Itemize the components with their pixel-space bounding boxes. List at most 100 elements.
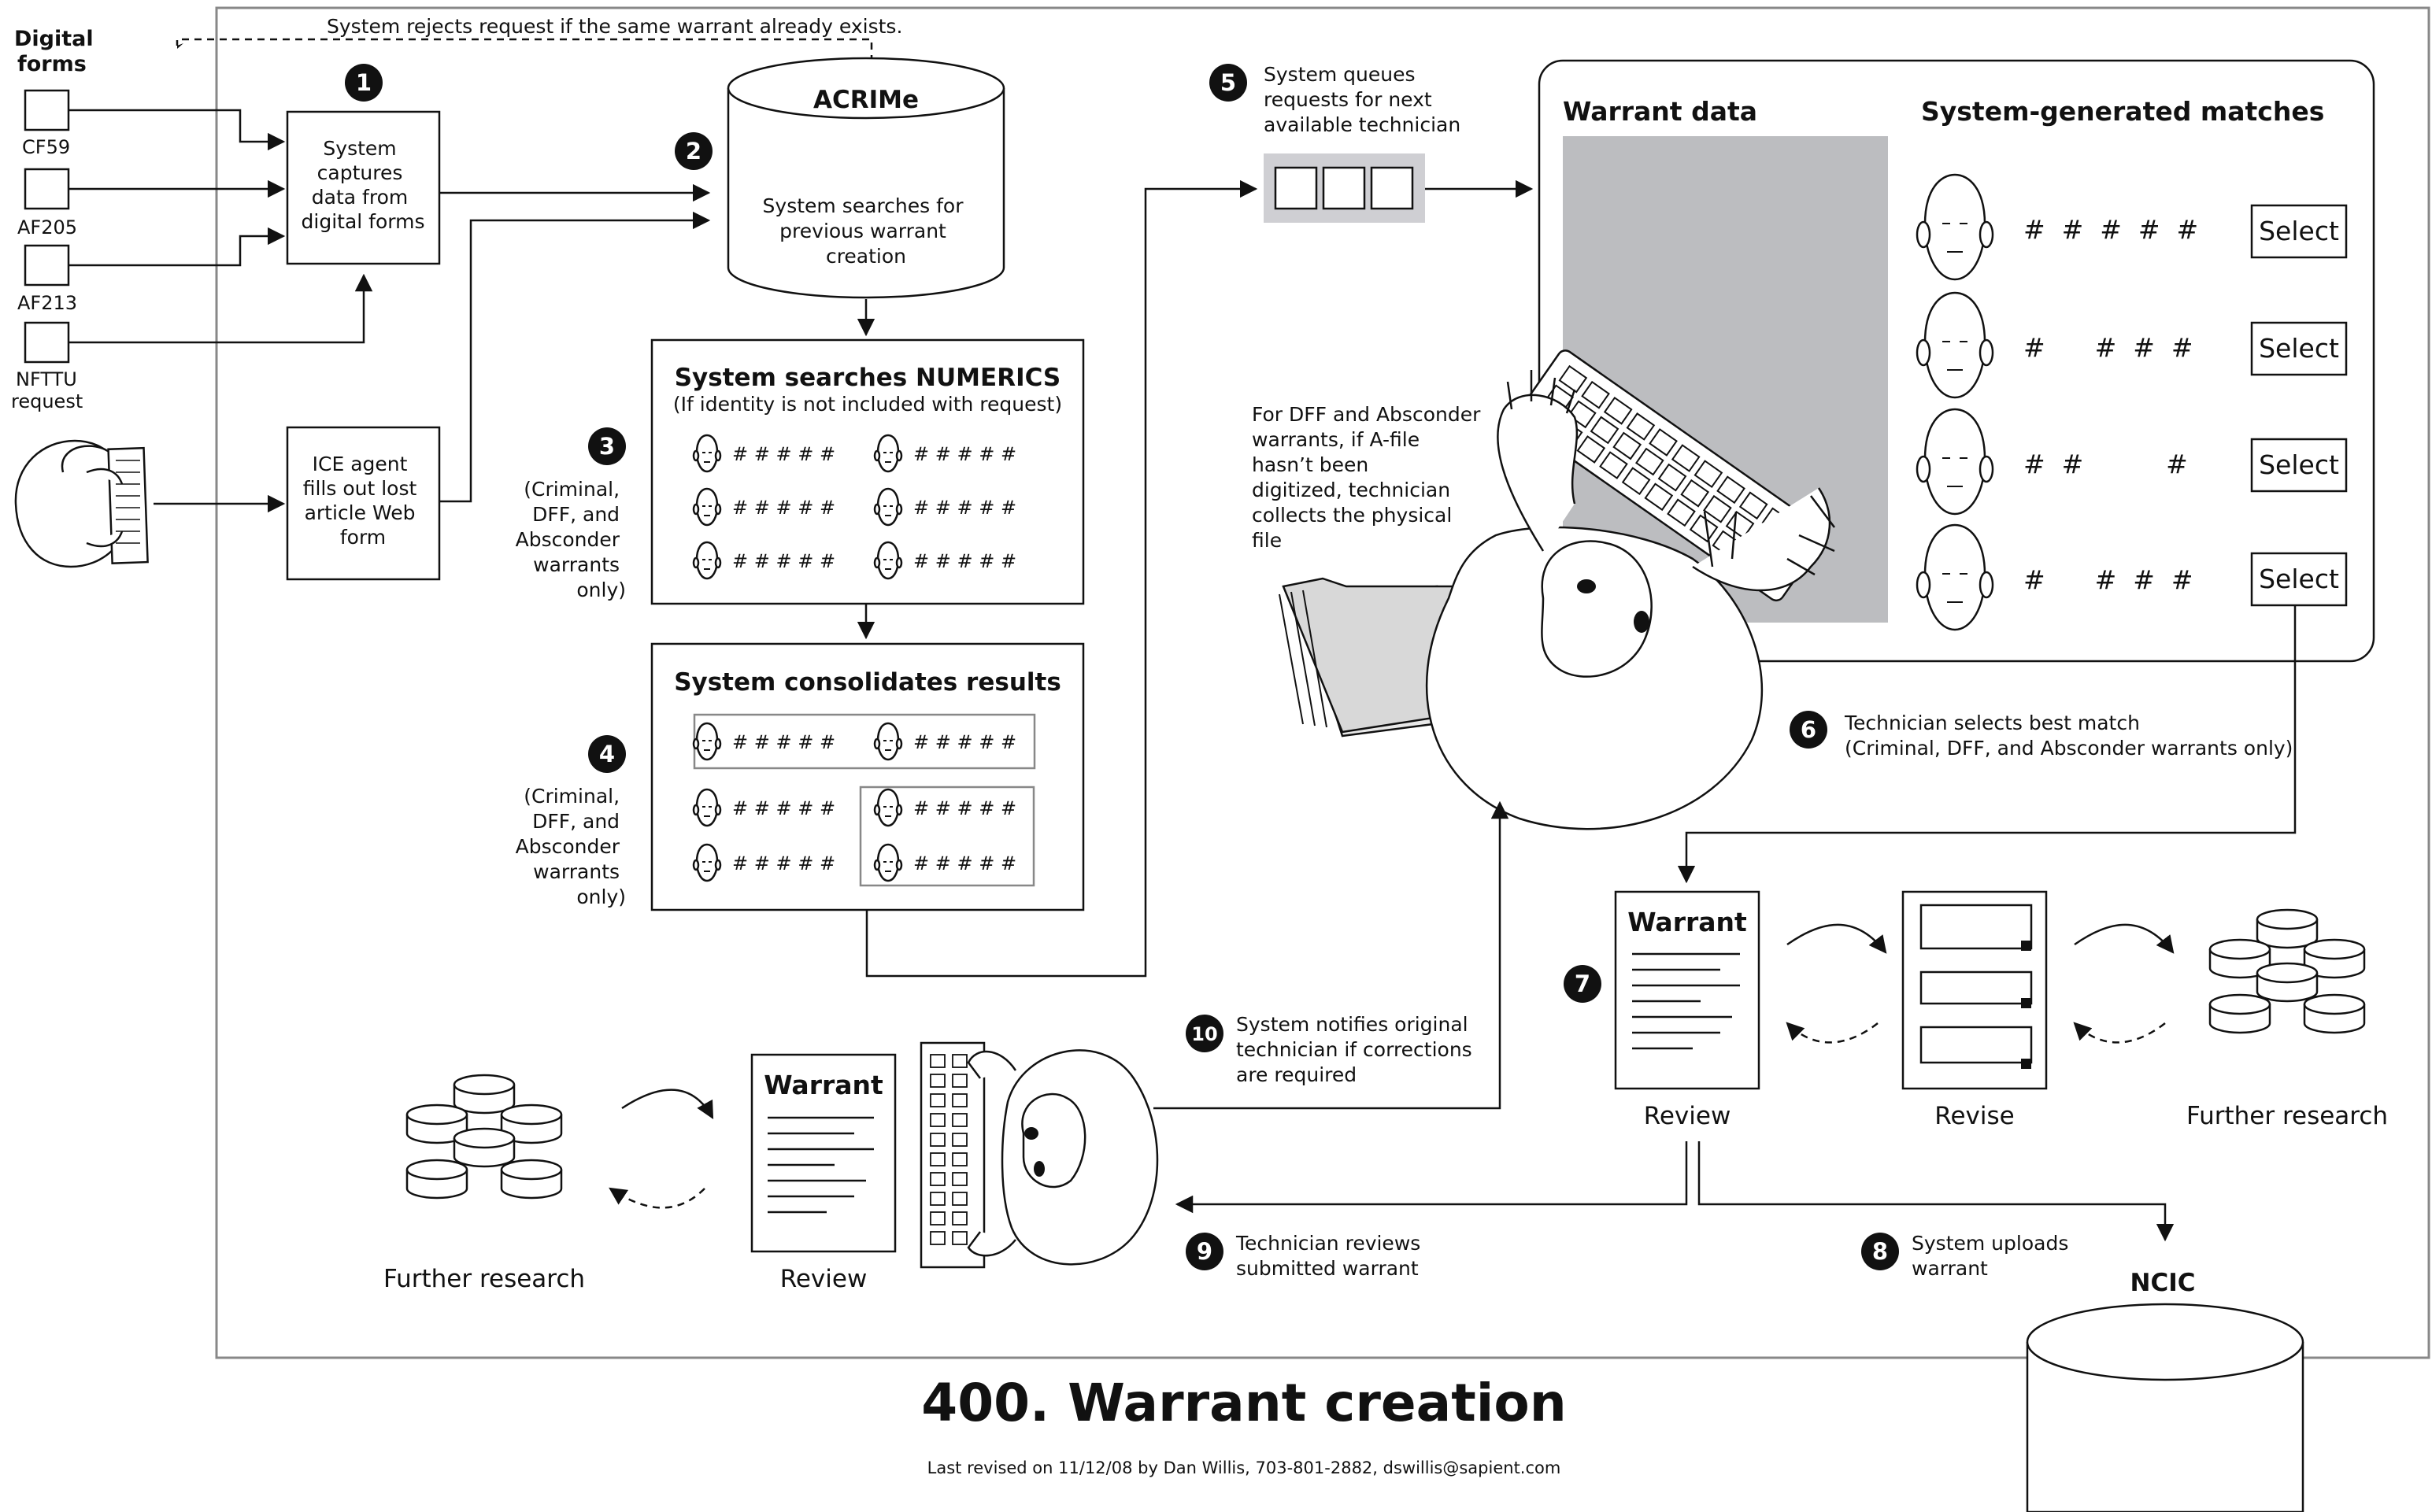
queue-slot xyxy=(1274,166,1318,210)
select-button[interactable]: Select xyxy=(2250,321,2348,376)
hash-row: # # # # # xyxy=(913,852,1016,874)
further-research-label-left: Further research xyxy=(383,1265,585,1293)
match-row: # # # # xyxy=(1916,523,2193,631)
step-3-warrant-types: (Criminal, DFF, and Absconder warrants o… xyxy=(516,478,626,601)
step-6-number: 6 xyxy=(1801,716,1816,743)
step-4-warrant-types: (Criminal, DFF, and Absconder warrants o… xyxy=(516,785,626,908)
step-10-note: System notifies original technician if c… xyxy=(1236,1013,1479,1086)
form-icon-cf59 xyxy=(24,89,70,131)
step-6-badge xyxy=(1790,711,1827,749)
revise-label: Revise xyxy=(1934,1102,2014,1130)
step-10-number: 10 xyxy=(1191,1023,1217,1045)
select-button[interactable]: Select xyxy=(2250,204,2348,259)
hash-row: # # # # # xyxy=(732,731,835,753)
step-4-number: 4 xyxy=(599,741,615,767)
match-row: # # # # xyxy=(1916,291,2193,399)
match-values: # # # # xyxy=(2023,564,2193,595)
footer-credit: Last revised on 11/12/08 by Dan Willis, … xyxy=(927,1458,1561,1477)
digital-forms-heading-2: forms xyxy=(17,52,87,76)
step-10-badge xyxy=(1186,1015,1223,1052)
numerics-subtitle: (If identity is not included with reques… xyxy=(673,393,1062,416)
match-row: # # # # # xyxy=(1916,173,2198,281)
step-3-badge xyxy=(588,427,626,465)
matches-heading: System-generated matches xyxy=(1921,96,2324,127)
match-values: # # # xyxy=(2023,449,2188,479)
hash-row: # # # # # xyxy=(732,550,835,572)
step-8-note: System uploads warrant xyxy=(1912,1232,2075,1280)
numerics-title: System searches NUMERICS xyxy=(675,364,1061,392)
further-research-label-right: Further research xyxy=(2186,1102,2388,1130)
capture-box xyxy=(286,110,441,265)
ice-agent-person-icon xyxy=(14,439,149,568)
afile-note: For DFF and Absconder warrants, if A-fil… xyxy=(1252,403,1486,552)
technician-person-icon xyxy=(1279,349,1835,830)
hash-row: # # # # # xyxy=(913,731,1016,753)
warrant-doc-title: Warrant xyxy=(764,1070,883,1100)
step-5-number: 5 xyxy=(1220,69,1236,96)
ncic-label: NCIC xyxy=(2130,1269,2196,1297)
select-button-label: Select xyxy=(2259,333,2339,364)
reject-arrow xyxy=(176,38,873,75)
ice-web-form-box xyxy=(286,426,441,581)
queue-slot xyxy=(1370,166,1414,210)
consolidated-results: # # # # # # # # # # # # # # # # # # # # … xyxy=(692,722,1016,882)
select-button-label: Select xyxy=(2259,216,2339,246)
warrant-data-heading: Warrant data xyxy=(1563,96,1757,127)
select-button[interactable]: Select xyxy=(2250,552,2348,607)
step-7-number: 7 xyxy=(1575,970,1590,997)
form-label-cf59: CF59 xyxy=(22,136,70,158)
hash-row: # # # # # xyxy=(732,797,835,819)
consolidate-title: System consolidates results xyxy=(674,668,1061,697)
hash-row: # # # # # xyxy=(732,852,835,874)
match-values: # # # # # xyxy=(2023,214,2198,245)
form-icon-af213 xyxy=(24,244,70,287)
step-1-badge xyxy=(345,64,383,102)
step-9-badge xyxy=(1186,1233,1223,1270)
hash-row: # # # # # xyxy=(913,550,1016,572)
step-8-badge xyxy=(1861,1233,1899,1270)
queue-slot xyxy=(1322,166,1366,210)
select-button[interactable]: Select xyxy=(2250,438,2348,493)
nfttu-label-2: request xyxy=(11,390,83,412)
acrime-database xyxy=(727,57,1005,299)
revise-form-icon xyxy=(1901,890,2048,1090)
warrant-doc-title: Warrant xyxy=(1627,907,1747,937)
hash-row: # # # # # xyxy=(732,443,835,465)
ncic-database xyxy=(2026,1303,2304,1512)
step-7-badge xyxy=(1564,965,1601,1003)
warrant-document-icon: Warrant xyxy=(1614,890,1760,1090)
further-research-database-icon xyxy=(405,1074,563,1200)
numerics-box xyxy=(650,338,1085,605)
further-research-database-icon xyxy=(2208,908,2366,1034)
select-button-label: Select xyxy=(2259,449,2339,480)
step-2-number: 2 xyxy=(686,138,701,165)
page-title: 400. Warrant creation xyxy=(921,1373,1566,1433)
reject-note: System rejects request if the same warra… xyxy=(327,15,902,38)
main-frame xyxy=(215,6,2430,1359)
capture-text: System captures data from digital forms xyxy=(302,137,425,233)
step-5-badge xyxy=(1209,64,1247,102)
nfttu-request-icon xyxy=(24,321,70,364)
step-3-number: 3 xyxy=(599,433,615,460)
hash-row: # # # # # xyxy=(913,497,1016,519)
hash-row: # # # # # xyxy=(913,443,1016,465)
select-button-label: Select xyxy=(2259,564,2339,594)
step-8-number: 8 xyxy=(1872,1238,1888,1265)
step-9-number: 9 xyxy=(1197,1238,1212,1265)
warrant-document-icon: Warrant xyxy=(750,1053,897,1253)
match-row: # # # xyxy=(1916,408,2188,516)
hash-row: # # # # # xyxy=(913,797,1016,819)
form-icon-af205 xyxy=(24,168,70,210)
acrime-title: ACRIMe xyxy=(813,86,919,114)
step-6-note: Technician selects best match (Criminal,… xyxy=(1844,712,2293,760)
nfttu-label-1: NFTTU xyxy=(16,368,77,390)
acrime-text: System searches for previous warrant cre… xyxy=(763,194,970,268)
step-9-note: Technician reviews submitted warrant xyxy=(1235,1232,1427,1280)
queue-note: System queues requests for next availabl… xyxy=(1264,63,1460,136)
form-label-af213: AF213 xyxy=(17,292,77,314)
form-label-af205: AF205 xyxy=(17,216,77,238)
step-2-badge xyxy=(675,132,713,170)
review-label: Review xyxy=(1644,1102,1731,1130)
step-4-badge xyxy=(588,735,626,773)
